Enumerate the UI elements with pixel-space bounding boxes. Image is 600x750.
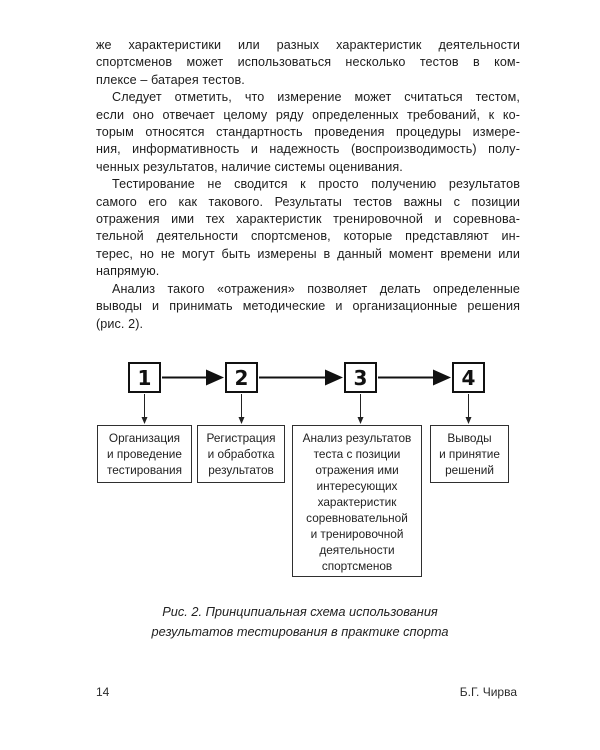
paragraph: же характеристики или разных характерист… (96, 37, 520, 89)
text-line: спортсменов может использоваться несколь… (96, 55, 520, 70)
text-line: Анализ такого «отражения» позволяет дела… (112, 281, 520, 296)
author-name: Б.Г. Чирва (459, 685, 517, 699)
body-text: же характеристики или разных характерист… (96, 37, 520, 333)
text-line: плексе – батарея тестов. (96, 72, 245, 87)
step-number: 2 (234, 365, 249, 390)
diagram-step-2-number-box: 2 (225, 362, 258, 393)
step-number: 4 (461, 365, 476, 390)
text-line: ченных результатов, наличие системы оцен… (96, 159, 403, 174)
text-line: выводы и принимать методические и органи… (96, 299, 520, 314)
text-line: отражения ими тех характеристик трениров… (96, 212, 520, 227)
diagram-step-3-label-box: Анализ результатов теста с позиции отраж… (292, 425, 422, 577)
text-line: тельной деятельности спортсменов, которы… (96, 229, 520, 244)
diagram-step-4-label-box: Выводы и принятие решений (430, 425, 509, 483)
step-number: 3 (353, 365, 368, 390)
text-line: самого его как такового. Результаты тест… (96, 194, 520, 209)
text-line: Следует отметить, что измерение может сч… (112, 90, 520, 105)
diagram-step-3-number-box: 3 (344, 362, 377, 393)
text-line: торым относятся стандартность проведения… (96, 125, 520, 140)
text-line: (рис. 2). (96, 316, 144, 331)
diagram-step-4-number-box: 4 (452, 362, 485, 393)
text-line: ния, информативность и надежность (воспр… (96, 142, 520, 157)
diagram-step-1-number-box: 1 (128, 362, 161, 393)
figure-caption: Рис. 2. Принципиальная схема использован… (151, 604, 449, 639)
diagram-step-1-label-box: Организация и проведение тестирования (97, 425, 192, 483)
text-line: если оно отвечает целому ряду определенн… (96, 107, 520, 122)
step-number: 1 (137, 365, 152, 390)
text-line: Тестирование не сводится к просто получе… (112, 177, 520, 192)
page-number: 14 (96, 685, 110, 699)
diagram-step-2-label-box: Регистрация и обработка результатов (197, 425, 285, 483)
text-line: же характеристики или разных характерист… (96, 38, 520, 52)
paragraph: Анализ такого «отражения» позволяет дела… (96, 281, 520, 333)
paragraph: Следует отметить, что измерение может сч… (96, 89, 520, 176)
paragraph: Тестирование не сводится к просто получе… (96, 176, 520, 280)
text-line: терес, но не могут быть измерены в данны… (96, 246, 520, 261)
text-line: напрямую. (96, 264, 160, 279)
